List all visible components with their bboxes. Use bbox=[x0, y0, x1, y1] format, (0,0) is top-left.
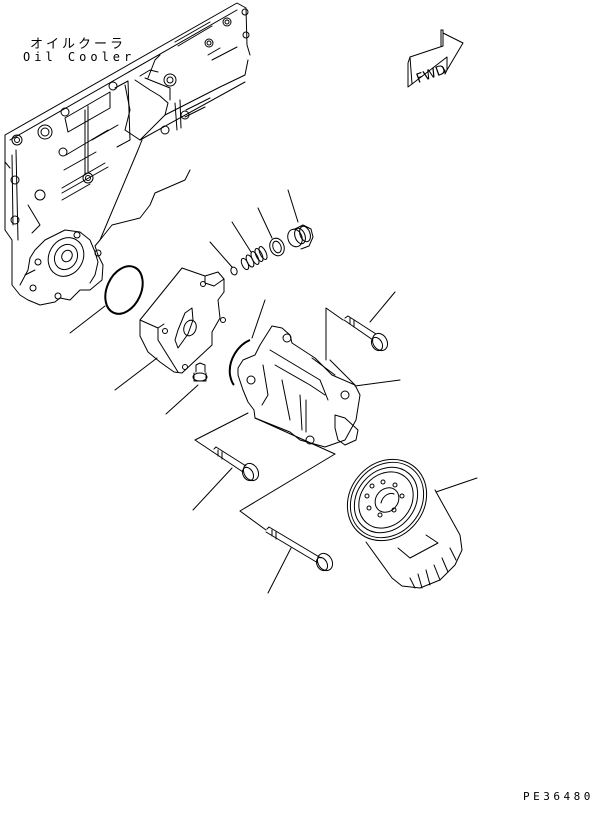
fwd-label: FWD bbox=[414, 62, 448, 86]
bolt-lower bbox=[239, 417, 336, 594]
fwd-direction-arrow: FWD bbox=[407, 29, 464, 88]
plug bbox=[287, 189, 314, 250]
bolt-upper bbox=[325, 291, 396, 361]
washer bbox=[257, 207, 285, 257]
gasket bbox=[228, 299, 266, 386]
relief-valve-parts bbox=[209, 189, 314, 276]
bolt-middle bbox=[192, 412, 260, 511]
breather-plug bbox=[165, 362, 208, 415]
diagram-title-japanese: オイルクーラ bbox=[30, 37, 127, 52]
filter-head bbox=[237, 325, 401, 448]
o-ring-large bbox=[69, 265, 144, 334]
diagram-title-english: Oil Cooler bbox=[23, 50, 136, 64]
document-code: PE36480 bbox=[523, 790, 594, 803]
spring bbox=[231, 221, 268, 271]
oil-filter bbox=[346, 458, 478, 589]
cover-plate bbox=[114, 267, 226, 391]
ball bbox=[230, 266, 238, 276]
oil-cooler-housing bbox=[4, 2, 251, 306]
